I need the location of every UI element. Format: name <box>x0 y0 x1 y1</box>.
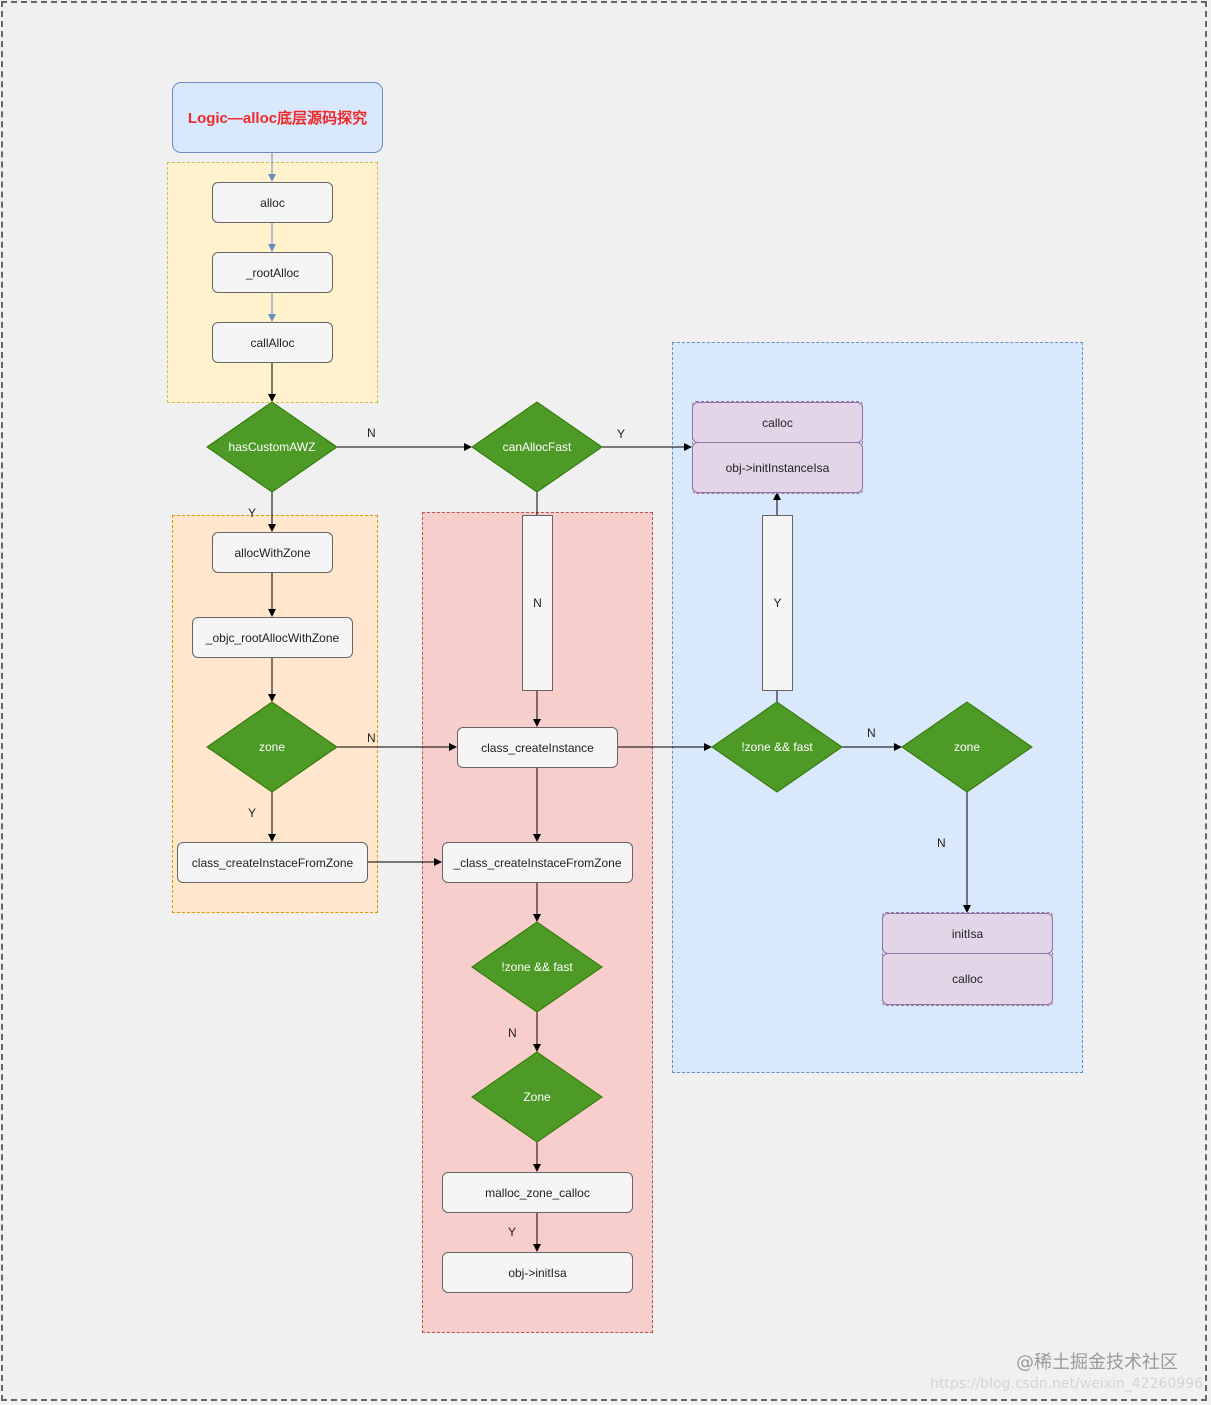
watermark-juejin: @稀土掘金技术社区 <box>1016 1352 1178 1373</box>
node-allocwithzone: allocWithZone <box>212 532 333 573</box>
node-callalloc: callAlloc <box>212 322 333 363</box>
label-y: Y <box>773 596 782 610</box>
node-alloc: alloc <box>212 182 333 223</box>
watermark-url: https://blog.csdn.net/weixin_42260996 <box>930 1376 1204 1392</box>
node-malloc-zone-calloc: malloc_zone_calloc <box>442 1172 633 1213</box>
node-class-createinstance: class_createInstance <box>457 727 618 768</box>
label-notzonefast-center: !zone && fast <box>501 960 573 974</box>
decision-notzonefast-right <box>711 701 843 793</box>
connector-notzonefast-y: Y <box>762 515 793 691</box>
node-objc-rootallocwithzone: _objc_rootAllocWithZone <box>192 617 353 658</box>
node-rootalloc: _rootAlloc <box>212 252 333 293</box>
label-n: N <box>533 596 542 610</box>
edge-label-zone-left-y: Y <box>248 806 257 820</box>
diagram-title: Logic—alloc底层源码探究 <box>172 82 383 153</box>
node-calloc-bottom: calloc <box>882 953 1053 1005</box>
node-private-class-createinstacefromzone: _class_createInstaceFromZone <box>442 842 633 883</box>
connector-canallocfast-n: N <box>522 515 553 691</box>
node-obj-initisa: obj->initIsa <box>442 1252 633 1293</box>
node-obj-initinstanceisa: obj->initInstanceIsa <box>692 442 863 493</box>
label-canallocfast: canAllocFast <box>502 440 572 454</box>
edge-label-notzonefast-center-n: N <box>508 1026 517 1040</box>
label-hascustomawz: hasCustomAWZ <box>228 440 316 454</box>
node-class-createinstacefromzone: class_createInstaceFromZone <box>177 842 368 883</box>
edge-label-hascustomawz-y: Y <box>248 506 257 520</box>
label-notzonefast-right: !zone && fast <box>741 740 813 754</box>
decision-zone-left <box>206 701 338 793</box>
decision-hascustomawz <box>206 401 338 493</box>
node-initisa: initIsa <box>882 913 1053 954</box>
decision-zone-right <box>901 701 1033 793</box>
label-zone-center: Zone <box>523 1090 551 1104</box>
node-calloc-top: calloc <box>692 402 863 443</box>
edge-label-malloc-y: Y <box>508 1225 517 1239</box>
label-zone-right: zone <box>953 740 981 754</box>
edge-label-canallocfast-y: Y <box>617 427 626 441</box>
edge-label-hascustomawz-n: N <box>367 426 376 440</box>
decision-notzonefast-center <box>471 921 603 1013</box>
decision-zone-center <box>471 1051 603 1143</box>
edge-label-zone-right-n: N <box>937 836 946 850</box>
edge-label-zone-left-n: N <box>367 731 376 745</box>
label-zone-left: zone <box>258 740 286 754</box>
decision-canallocfast <box>471 401 603 493</box>
edge-label-notzonefast-right-n: N <box>867 726 876 740</box>
